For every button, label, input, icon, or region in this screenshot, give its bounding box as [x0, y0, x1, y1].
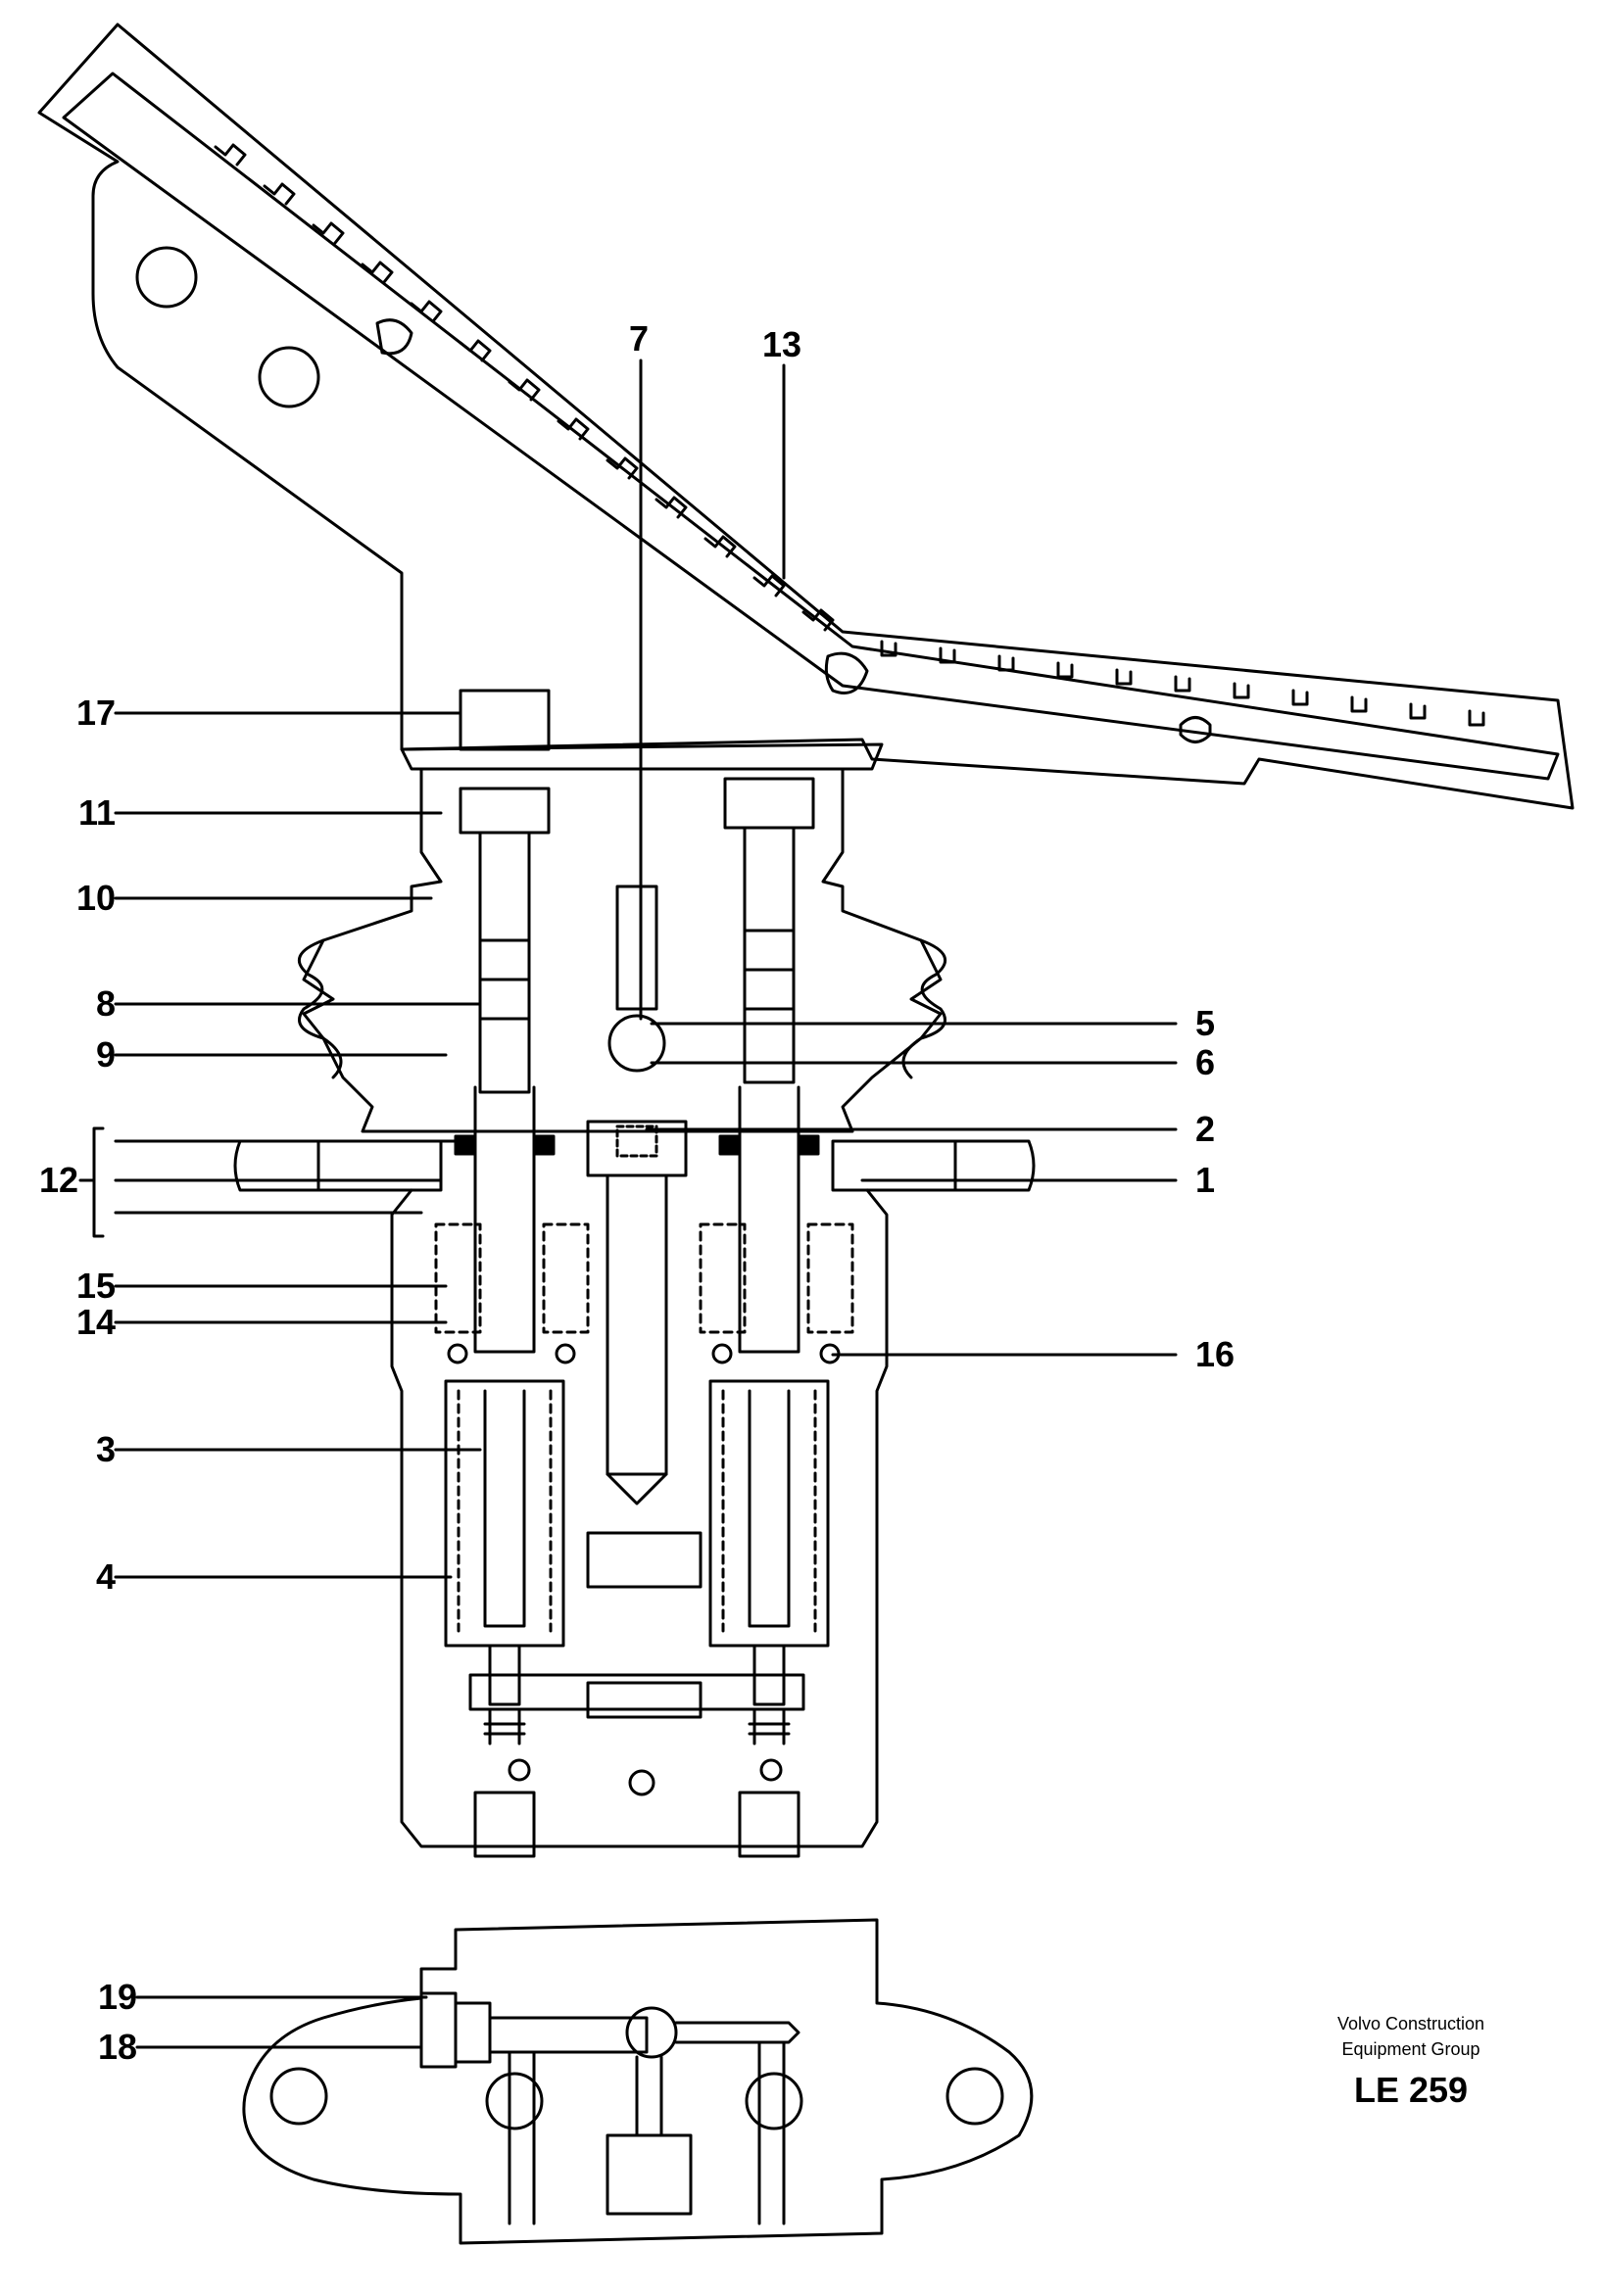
- callout-5: 5: [1195, 1003, 1216, 1043]
- credit-line-2: Equipment Group: [1341, 2039, 1480, 2059]
- pedal: [37, 23, 1575, 810]
- callout-8: 8: [95, 983, 116, 1024]
- callout-17: 17: [75, 693, 116, 733]
- drawing-credit: Volvo Construction Equipment Group LE 25…: [1254, 2011, 1568, 2111]
- credit-line-1: Volvo Construction: [1336, 2014, 1485, 2033]
- callout-9: 9: [95, 1034, 116, 1075]
- valve-top-view: [242, 1918, 1034, 2245]
- callout-13: 13: [762, 324, 802, 364]
- callout-11: 11: [77, 792, 116, 833]
- drawing-code: LE 259: [1353, 2070, 1469, 2110]
- callout-6: 6: [1195, 1042, 1216, 1082]
- leader-lines: [78, 359, 1178, 2049]
- callout-1: 1: [1195, 1160, 1216, 1200]
- callout-18: 18: [97, 2027, 137, 2067]
- callout-14: 14: [75, 1302, 116, 1342]
- callout-3: 3: [95, 1429, 116, 1469]
- callout-12: 12: [38, 1160, 78, 1200]
- callout-15: 15: [75, 1266, 116, 1306]
- callout-2: 2: [1195, 1109, 1216, 1149]
- callout-7: 7: [629, 318, 650, 359]
- callout-10: 10: [75, 878, 116, 918]
- callout-4: 4: [95, 1556, 116, 1597]
- valve-body: [233, 689, 1036, 1858]
- callout-16: 16: [1195, 1334, 1236, 1374]
- callout-19: 19: [97, 1977, 137, 2017]
